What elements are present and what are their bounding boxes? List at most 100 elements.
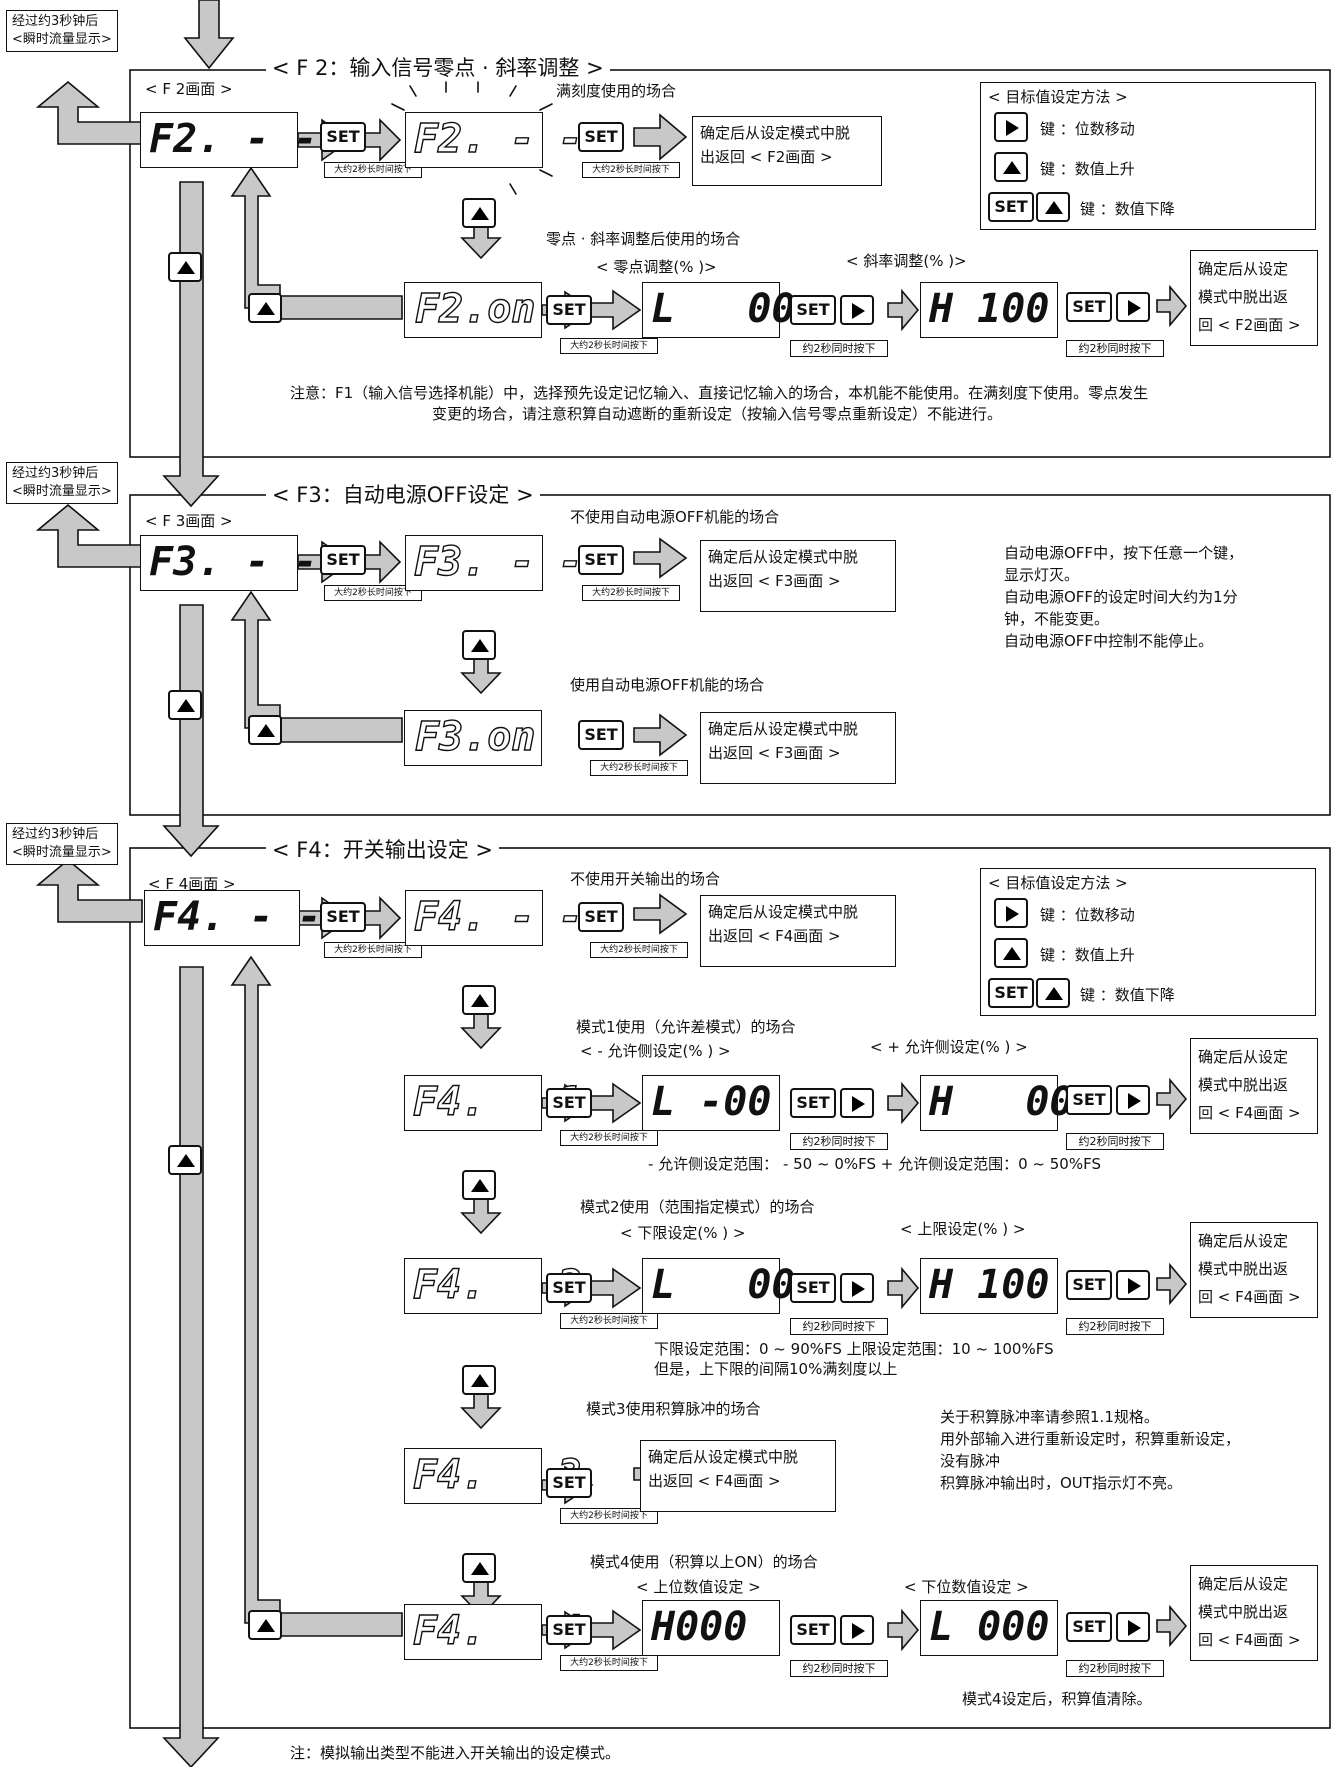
legend-title: < 目标值设定方法 > <box>988 88 1128 106</box>
up-key-icon[interactable] <box>168 690 202 720</box>
both-2s-label: 约2秒同时按下 <box>790 1660 888 1677</box>
timeout-return-f3 <box>35 503 143 568</box>
right-key-icon[interactable] <box>1116 1612 1150 1642</box>
f4-mode1-display: F4. 1 <box>404 1075 582 1131</box>
timeout-line-1: 经过约3秒钟后 <box>12 466 99 481</box>
hold-2s-label: 大约2秒长时间按下 <box>590 760 688 776</box>
up-key-icon[interactable] <box>168 252 202 282</box>
right-key-icon[interactable] <box>840 1615 874 1645</box>
up-key-icon <box>1036 978 1070 1008</box>
f4-exit-box: 确定后从设定模式中脱 出返回 < F4画面 > <box>700 895 896 967</box>
upper-value-display-text: H000 <box>651 1604 748 1650</box>
f2-screen-label: < F 2画面 > <box>145 80 233 98</box>
set-button[interactable]: SET <box>546 1615 592 1645</box>
exit-line-1: 确定后从设定 <box>1198 1575 1289 1593</box>
exit-line-1: 确定后从设定模式中脱 <box>700 124 851 142</box>
hold-2s-label: 大约2秒长时间按下 <box>582 585 680 601</box>
set-button[interactable]: SET <box>790 1273 836 1303</box>
right-key-icon[interactable] <box>840 1273 874 1303</box>
set-button[interactable]: SET <box>578 122 624 152</box>
set-button[interactable]: SET <box>578 720 624 750</box>
lower-value-display: L 000 <box>920 1600 1058 1656</box>
set-button[interactable]: SET <box>546 1468 592 1498</box>
lower-value-display-text: L 000 <box>929 1604 1050 1650</box>
note-line: 自动电源OFF中控制不能停止。 <box>1004 632 1214 650</box>
up-key-icon[interactable] <box>462 198 496 228</box>
f4-mode2-range-2: 但是，上下限的间隔10%满刻度以上 <box>654 1360 898 1378</box>
both-2s-label: 约2秒同时按下 <box>1066 1318 1164 1335</box>
set-key-icon: SET <box>988 978 1034 1008</box>
set-button[interactable]: SET <box>790 1615 836 1645</box>
hold-2s-label: 大约2秒长时间按下 <box>560 1655 658 1671</box>
up-key-icon[interactable] <box>248 1610 282 1640</box>
up-key-icon[interactable] <box>462 630 496 660</box>
f2-on-display-text: F2.on <box>414 286 536 332</box>
timeout-line-2: <瞬时流量显示> <box>12 32 112 47</box>
f4-mode4-case: 模式4使用（积算以上ON）的场合 <box>590 1553 818 1571</box>
set-button[interactable]: SET <box>546 295 592 325</box>
f2-on-display: F2.on <box>404 282 542 338</box>
minus-tolerance-display: L -00 <box>642 1075 780 1131</box>
right-key-icon[interactable] <box>1116 292 1150 322</box>
up-key-icon[interactable] <box>462 1365 496 1395</box>
f3-header: < F3：自动电源OFF设定 > <box>266 485 540 506</box>
set-button[interactable]: SET <box>578 902 624 932</box>
set-button[interactable]: SET <box>546 1088 592 1118</box>
f3-on-display-text: F3.on <box>414 714 536 760</box>
f4-mode2-display: F4. 2 <box>404 1258 582 1314</box>
exit-line-1: 确定后从设定模式中脱 <box>708 903 859 921</box>
f2-exit-box-2: 确定后从设定 模式中脱出返 回 < F2画面 > <box>1190 250 1318 346</box>
f4-mode3-display: F4. 3 <box>404 1448 582 1504</box>
f3-on-display: F3.on <box>404 710 542 766</box>
f4-exit-box-mode1: 确定后从设定 模式中脱出返 回 < F4画面 > <box>1190 1038 1318 1134</box>
note-line: 用外部输入进行重新设定时，积算重新设定， <box>940 1430 1241 1448</box>
timeout-return-f2 <box>35 80 143 145</box>
f3-display-text: F3. - - <box>149 539 318 585</box>
set-button[interactable]: SET <box>320 122 366 152</box>
up-key-icon[interactable] <box>462 1553 496 1583</box>
exit-line-2: 模式中脱出返 <box>1198 1076 1289 1094</box>
f4-mode2-low-title: < 下限设定(% ) > <box>620 1224 746 1242</box>
both-2s-label: 约2秒同时按下 <box>790 340 888 357</box>
up-key-icon[interactable] <box>462 1170 496 1200</box>
f3-off-display-text: F3. - - <box>413 539 583 585</box>
exit-line-2: 模式中脱出返 <box>1198 1260 1289 1278</box>
right-key-icon[interactable] <box>840 295 874 325</box>
f2-fullscale-case: 满刻度使用的场合 <box>556 82 677 100</box>
set-button[interactable]: SET <box>320 545 366 575</box>
note-line: 没有脉冲 <box>940 1452 1001 1470</box>
timeout-line-1: 经过约3秒钟后 <box>12 14 99 29</box>
right-key-icon[interactable] <box>1116 1270 1150 1300</box>
right-key-icon[interactable] <box>840 1088 874 1118</box>
up-key-icon[interactable] <box>462 985 496 1015</box>
exit-line-2: 出返回 < F3画面 > <box>708 572 841 590</box>
f4-display-text: F4. - - <box>153 894 322 940</box>
up-key-icon[interactable] <box>168 1145 202 1175</box>
up-key-icon[interactable] <box>248 715 282 745</box>
timeout-note-f4: 经过约3秒钟后 <瞬时流量显示> <box>6 823 118 865</box>
right-key-icon[interactable] <box>1116 1085 1150 1115</box>
set-button[interactable]: SET <box>578 545 624 575</box>
exit-line-3: 回 < F4画面 > <box>1198 1288 1301 1306</box>
exit-line-1: 确定后从设定 <box>1198 1232 1289 1250</box>
set-button[interactable]: SET <box>790 1088 836 1118</box>
set-button[interactable]: SET <box>1066 292 1112 322</box>
hold-2s-label: 大约2秒长时间按下 <box>324 585 422 601</box>
legend-title: < 目标值设定方法 > <box>988 874 1128 892</box>
note-line: 自动电源OFF的设定时间大约为1分 <box>1004 588 1238 606</box>
set-button[interactable]: SET <box>790 295 836 325</box>
hold-2s-label: 大约2秒长时间按下 <box>324 162 422 178</box>
set-button[interactable]: SET <box>320 902 366 932</box>
set-button[interactable]: SET <box>546 1273 592 1303</box>
set-button[interactable]: SET <box>1066 1612 1112 1642</box>
exit-line-1: 确定后从设定 <box>1198 1048 1289 1066</box>
set-button[interactable]: SET <box>1066 1085 1112 1115</box>
up-key-icon <box>994 152 1028 182</box>
up-key-icon[interactable] <box>248 293 282 323</box>
set-button[interactable]: SET <box>1066 1270 1112 1300</box>
right-key-icon <box>994 112 1028 142</box>
low-limit-display: L 00 <box>642 1258 796 1314</box>
set-key-icon: SET <box>988 192 1034 222</box>
both-2s-label: 约2秒同时按下 <box>1066 1133 1164 1150</box>
